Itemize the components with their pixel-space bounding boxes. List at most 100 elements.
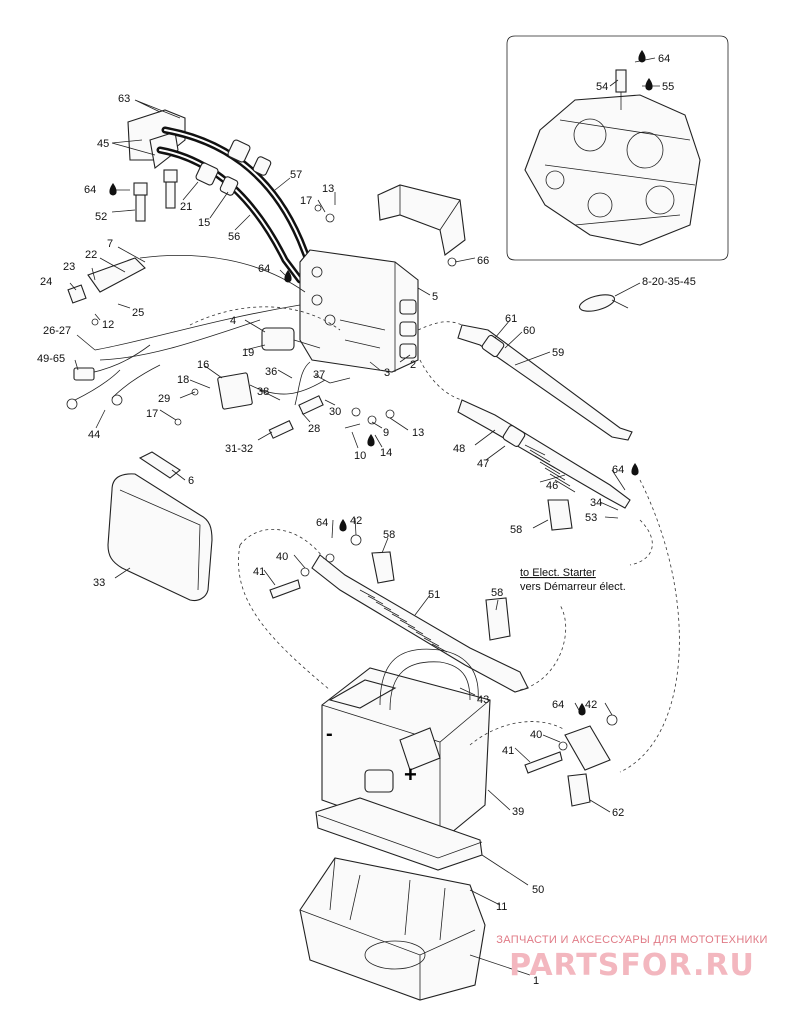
label-3: 3	[384, 367, 390, 379]
label-43: 43	[477, 694, 489, 706]
label-45: 45	[97, 138, 109, 150]
label-64: 64	[316, 517, 328, 529]
label-52: 52	[95, 211, 107, 223]
label-53: 53	[585, 512, 597, 524]
label-64: 64	[658, 53, 670, 65]
label-11: 11	[496, 901, 507, 913]
watermark-logo: PARTSFOR.RU	[509, 948, 755, 983]
label-13: 13	[322, 183, 334, 195]
label-62: 62	[612, 807, 624, 819]
watermark: ЗАПЧАСТИ И АКСЕССУАРЫ ДЛЯ МОТОТЕХНИКИ PA…	[482, 934, 782, 983]
cable-46	[419, 359, 631, 509]
label-42: 42	[350, 515, 362, 527]
label-55: 55	[662, 81, 674, 93]
wiring-harness	[66, 254, 341, 410]
leader-lines	[69, 57, 660, 976]
label-42: 42	[585, 699, 597, 711]
label-41: 41	[253, 566, 265, 578]
label-19: 19	[242, 347, 254, 359]
spark-plug-left	[133, 182, 148, 222]
label-50: 50	[532, 884, 544, 896]
label-30: 30	[329, 406, 341, 418]
spark-plug-right	[163, 169, 178, 209]
engine-illustration	[524, 69, 701, 246]
label-29: 29	[158, 393, 170, 405]
label-1: 1	[533, 975, 539, 987]
watermark-tagline: ЗАПЧАСТИ И АКСЕССУАРЫ ДЛЯ МОТОТЕХНИКИ	[496, 934, 768, 946]
label-17: 17	[300, 195, 312, 207]
label-33: 33	[93, 577, 105, 589]
label-6: 6	[188, 475, 194, 487]
label-8-20-35-45: 8-20-35-45	[642, 276, 696, 288]
label-15: 15	[198, 217, 210, 229]
label-40: 40	[276, 551, 288, 563]
label-10: 10	[354, 450, 366, 462]
label-61: 61	[505, 313, 517, 325]
label-24: 24	[40, 276, 52, 288]
label-60: 60	[523, 325, 535, 337]
mounting-bracket	[377, 184, 466, 267]
regulator	[217, 372, 326, 410]
positive-terminal	[469, 714, 618, 774]
label-34: 34	[590, 497, 602, 509]
label-2: 2	[410, 359, 416, 371]
label-66: 66	[477, 255, 489, 267]
cable-59	[417, 321, 633, 441]
ignition-coil	[261, 327, 321, 351]
label-48: 48	[453, 443, 465, 455]
label-38: 38	[257, 386, 269, 398]
label-64: 64	[552, 699, 564, 711]
label-7: 7	[107, 238, 113, 250]
starter-note-french: vers Démarreur élect.	[520, 581, 626, 593]
terminal-boots	[371, 499, 591, 807]
label-23: 23	[63, 261, 75, 273]
label-5: 5	[432, 291, 438, 303]
ground-wire	[268, 361, 351, 439]
label-49-65: 49-65	[37, 353, 65, 365]
label-39: 39	[512, 806, 524, 818]
label-64: 64	[84, 184, 96, 196]
label-36: 36	[265, 366, 277, 378]
label-31-32: 31-32	[225, 443, 253, 455]
label-57: 57	[290, 169, 302, 181]
label-4: 4	[230, 315, 236, 327]
callout-labels: 63 45 64 52 21 15 56 57 13 17 66 7 22 23…	[37, 53, 696, 987]
battery-tray	[299, 857, 486, 1001]
label-21: 21	[180, 201, 192, 213]
label-58: 58	[510, 524, 522, 536]
battery-cover	[107, 451, 213, 602]
battery-plus-sign: +	[404, 762, 417, 787]
starter-note-english: to Elect. Starter	[520, 567, 596, 579]
label-58: 58	[491, 587, 503, 599]
label-64: 64	[612, 464, 624, 476]
label-41: 41	[502, 745, 514, 757]
ignition-cables	[127, 109, 314, 284]
label-18: 18	[177, 374, 189, 386]
label-64: 64	[258, 263, 270, 275]
label-40: 40	[530, 729, 542, 741]
battery-minus-sign: -	[326, 723, 333, 745]
label-58: 58	[383, 529, 395, 541]
cable-tie	[578, 294, 629, 312]
label-59: 59	[552, 347, 564, 359]
battery: - +	[321, 648, 491, 843]
label-25: 25	[132, 307, 144, 319]
label-37: 37	[313, 369, 325, 381]
negative-terminal	[269, 534, 362, 599]
label-26-27: 26-27	[43, 325, 71, 337]
label-17: 17	[146, 408, 158, 420]
lubricant-icons	[109, 50, 653, 716]
electrical-box	[299, 249, 419, 373]
label-46: 46	[546, 480, 558, 492]
label-54: 54	[596, 81, 608, 93]
label-56: 56	[228, 231, 240, 243]
label-28: 28	[308, 423, 320, 435]
engine-inset	[506, 35, 729, 261]
label-9: 9	[383, 427, 389, 439]
label-47: 47	[477, 458, 489, 470]
cable-51	[238, 479, 680, 773]
label-22: 22	[85, 249, 97, 261]
label-63: 63	[118, 93, 130, 105]
label-16: 16	[197, 359, 209, 371]
